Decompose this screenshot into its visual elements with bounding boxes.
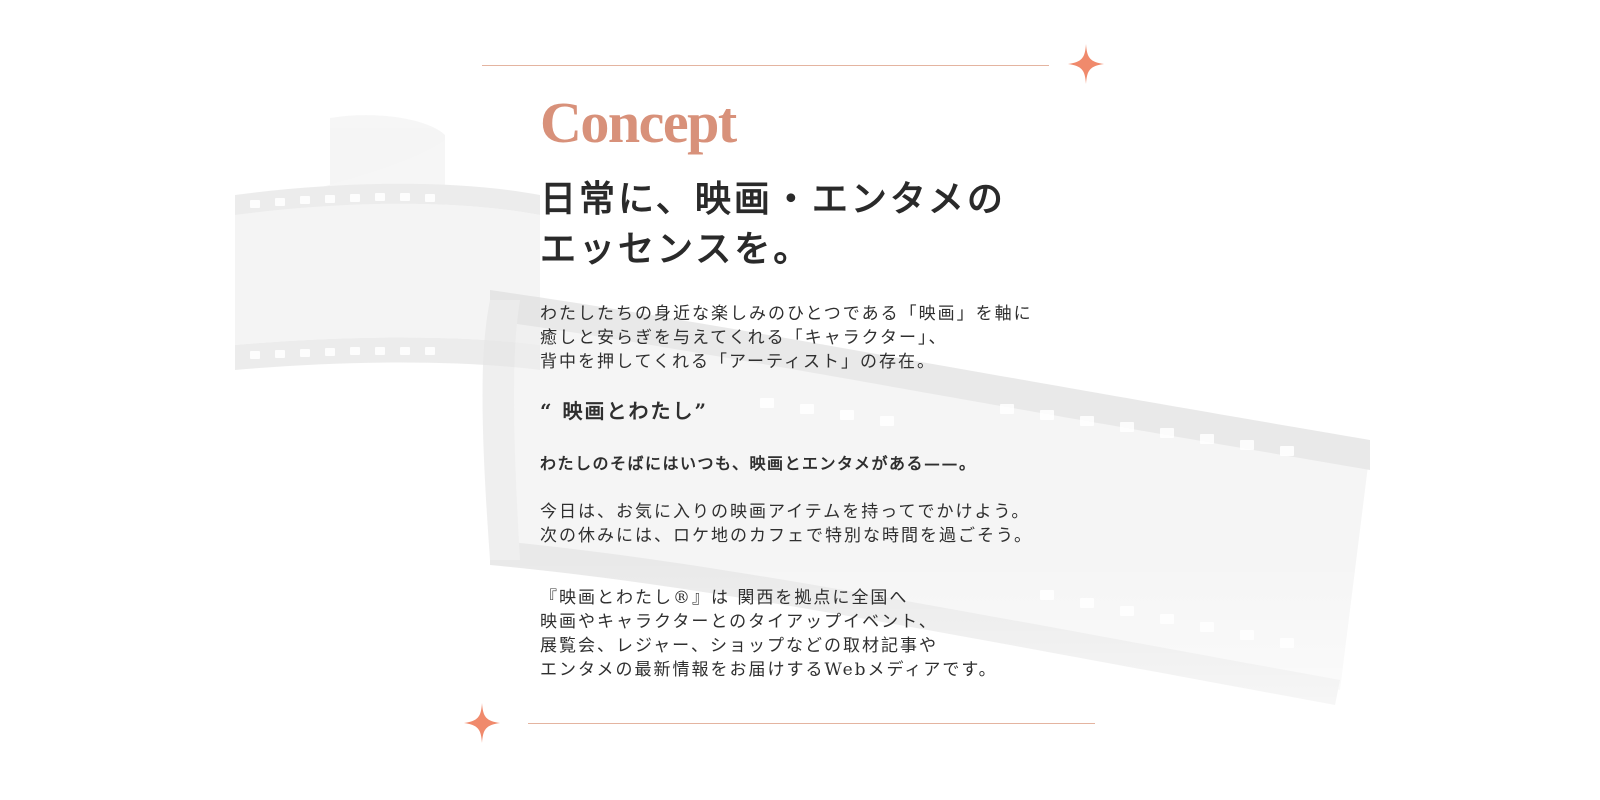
headline-line-2: エッセンスを。: [540, 228, 813, 270]
subtitle: “ 映画とわたし”: [540, 399, 708, 423]
about-paragraph: 『映画とわたし®』は 関西を拠点に全国へ 映画やキャラクターとのタイアップイベン…: [540, 586, 1100, 682]
body-paragraph: 今日は、お気に入りの映画アイテムを持ってでかけよう。 次の休みには、ロケ地のカフ…: [540, 500, 1100, 548]
sparkle-icon-top: [1068, 44, 1104, 84]
intro-line-1: わたしたちの身近な楽しみのひとつである「映画」を軸に: [540, 304, 1033, 324]
concept-section: Concept 日常に、映画・エンタメの エッセンスを。 わたしたちの身近な楽し…: [540, 90, 1100, 682]
about-line-3: 展覧会、レジャー、ショップなどの取材記事や: [540, 636, 938, 656]
about-line-2: 映画やキャラクターとのタイアップイベント、: [540, 612, 938, 632]
intro-paragraph: わたしたちの身近な楽しみのひとつである「映画」を軸に 癒しと安らぎを与えてくれる…: [540, 302, 1100, 374]
bottom-divider: [528, 723, 1095, 724]
intro-line-2: 癒しと安らぎを与えてくれる「キャラクター」、: [540, 328, 948, 348]
sparkle-icon-bottom: [464, 703, 500, 743]
body-line-2: 次の休みには、ロケ地のカフェで特別な時間を過ごそう。: [540, 526, 1033, 546]
lead-text: わたしのそばにはいつも、映画とエンタメがある——。: [540, 454, 977, 473]
concept-title: Concept: [540, 90, 737, 155]
top-divider: [482, 65, 1049, 66]
headline-line-1: 日常に、映画・エンタメの: [540, 178, 1006, 220]
about-line-1: 『映画とわたし®』は 関西を拠点に全国へ: [540, 588, 909, 608]
headline: 日常に、映画・エンタメの エッセンスを。: [540, 174, 1100, 274]
about-line-4: エンタメの最新情報をお届けするWebメディアです。: [540, 660, 998, 680]
intro-line-3: 背中を押してくれる「アーティスト」の存在。: [540, 352, 936, 372]
body-line-1: 今日は、お気に入りの映画アイテムを持ってでかけよう。: [540, 502, 1031, 522]
